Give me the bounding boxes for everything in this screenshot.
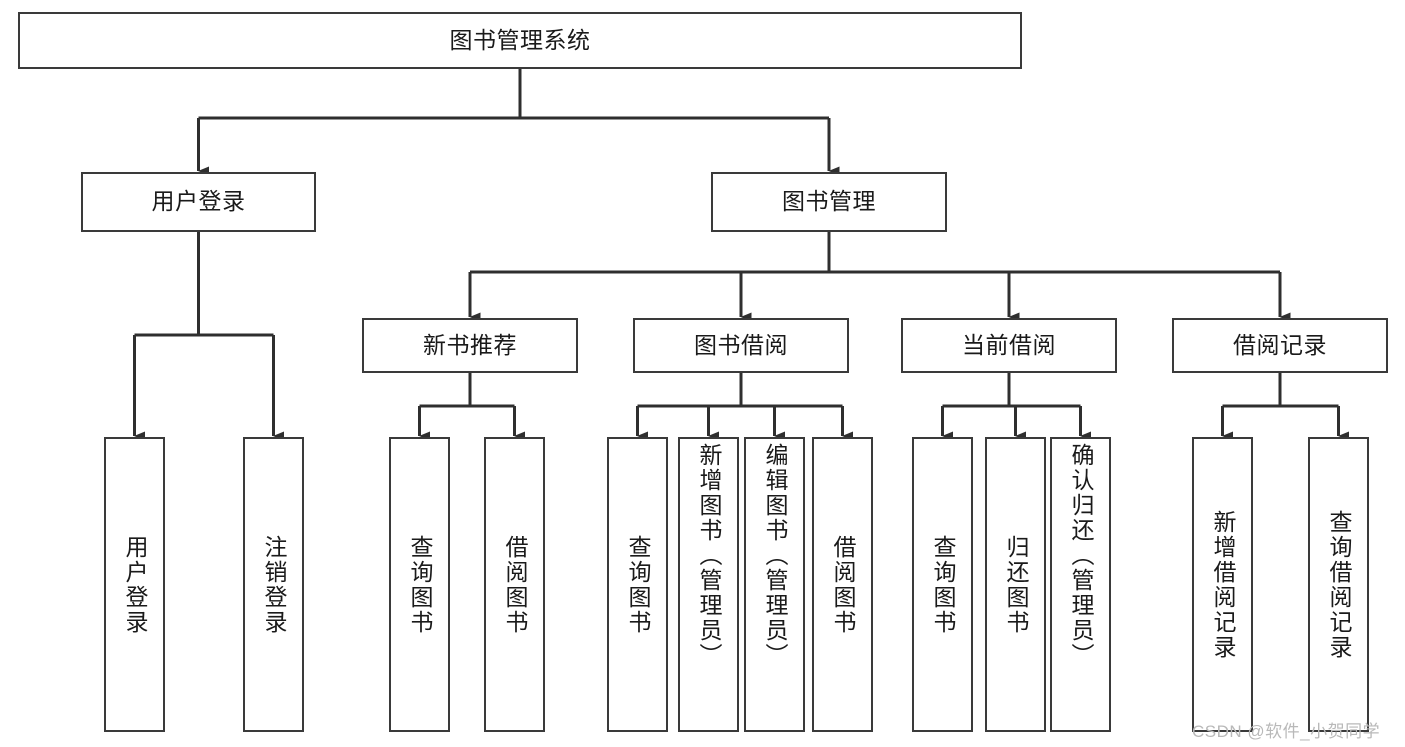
node-label: 查询图书 xyxy=(930,534,956,635)
node-leaf-borrow-book-2[interactable]: 借阅图书 xyxy=(812,437,873,732)
node-user-login[interactable]: 用户登录 xyxy=(81,172,316,232)
node-label: 归还图书 xyxy=(1003,534,1029,635)
node-label: 借阅记录 xyxy=(1233,331,1327,358)
node-leaf-query-book-3[interactable]: 查询图书 xyxy=(912,437,973,732)
node-book-borrow[interactable]: 图书借阅 xyxy=(633,318,849,373)
node-label: 图书管理 xyxy=(782,188,876,215)
node-current-borrow[interactable]: 当前借阅 xyxy=(901,318,1117,373)
node-label: 图书管理系统 xyxy=(449,26,591,53)
node-label: 查询借阅记录 xyxy=(1326,509,1352,660)
node-label: 确认归还（管理员） xyxy=(1068,443,1094,668)
node-label: 查询图书 xyxy=(625,534,651,635)
node-label: 新增借阅记录 xyxy=(1210,509,1236,660)
node-label: 新书推荐 xyxy=(423,331,517,358)
node-borrow-record[interactable]: 借阅记录 xyxy=(1172,318,1388,373)
node-leaf-query-record[interactable]: 查询借阅记录 xyxy=(1308,437,1369,732)
node-leaf-confirm-return[interactable]: 确认归还（管理员） xyxy=(1050,437,1111,732)
node-leaf-add-book-admin[interactable]: 新增图书（管理员） xyxy=(678,437,739,732)
node-label: 用户登录 xyxy=(151,188,246,215)
node-leaf-user-login[interactable]: 用户登录 xyxy=(104,437,165,732)
node-book-management[interactable]: 图书管理 xyxy=(711,172,947,232)
node-leaf-query-book-1[interactable]: 查询图书 xyxy=(389,437,450,732)
node-root[interactable]: 图书管理系统 xyxy=(18,12,1022,69)
node-leaf-borrow-book-1[interactable]: 借阅图书 xyxy=(484,437,545,732)
node-label: 借阅图书 xyxy=(502,534,528,635)
node-label: 新增图书（管理员） xyxy=(696,443,722,668)
node-leaf-query-book-2[interactable]: 查询图书 xyxy=(607,437,668,732)
node-label: 用户登录 xyxy=(122,534,148,635)
node-leaf-edit-book-admin[interactable]: 编辑图书（管理员） xyxy=(744,437,805,732)
node-new-book-recommend[interactable]: 新书推荐 xyxy=(362,318,578,373)
node-leaf-user-logout[interactable]: 注销登录 xyxy=(243,437,304,732)
node-label: 注销登录 xyxy=(261,534,287,635)
node-label: 当前借阅 xyxy=(962,331,1056,358)
node-label: 查询图书 xyxy=(407,534,433,635)
node-label: 借阅图书 xyxy=(830,534,856,635)
node-label: 编辑图书（管理员） xyxy=(762,443,788,668)
node-leaf-return-book[interactable]: 归还图书 xyxy=(985,437,1046,732)
csdn-watermark: CSDN @软件_小贺同学 xyxy=(1192,722,1381,741)
node-label: 图书借阅 xyxy=(694,331,788,358)
node-leaf-add-record[interactable]: 新增借阅记录 xyxy=(1192,437,1253,732)
